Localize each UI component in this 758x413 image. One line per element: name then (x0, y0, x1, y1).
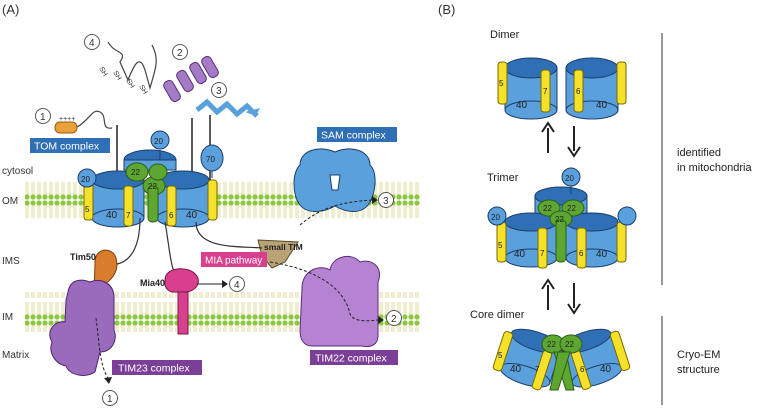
tom5: 5 (85, 205, 90, 214)
core-tom6: 6 (580, 365, 585, 374)
route-4-top-label: 4 (89, 38, 95, 49)
trimer-structure (487, 167, 637, 269)
core-dimer-label: Core dimer (470, 309, 525, 321)
tim50-label: Tim50 (70, 252, 96, 262)
trimer-tom7: 7 (540, 249, 545, 258)
core-tom7: 7 (535, 365, 540, 374)
core-tom40-left: 40 (510, 364, 522, 375)
substrate-carrier (163, 55, 219, 103)
route-marker-4-end (229, 276, 245, 292)
mia-pathway-label: MIA pathway (205, 256, 262, 267)
tom40-right: 40 (186, 210, 198, 221)
tom7: 7 (126, 211, 131, 220)
svg-text:++++: ++++ (59, 116, 75, 123)
tom20-top: 20 (154, 137, 163, 146)
dimer-structure (497, 57, 627, 120)
mia40-label: Mia40 (140, 278, 165, 288)
tom22-a: 22 (131, 168, 140, 177)
panel-b-label: (B) (438, 2, 455, 17)
trimer-tom40-right: 40 (596, 249, 608, 260)
tom22-b: 22 (148, 182, 157, 191)
substrate-beta-barrel (195, 98, 260, 118)
route-marker-1-top (35, 108, 51, 124)
trimer-tom40-left: 40 (514, 249, 526, 260)
trimer-tom20-top: 20 (565, 174, 574, 183)
dimer-tom40-right: 40 (596, 100, 608, 111)
route-2-arrow (269, 261, 379, 322)
tim23-shape (49, 279, 116, 376)
core-tom22-a: 22 (547, 340, 556, 349)
tom40-left: 40 (106, 210, 118, 221)
note-identified-line2: in mitochondria (677, 162, 752, 174)
svg-text:SH: SH (111, 70, 122, 82)
dimer-tom6: 6 (576, 87, 581, 96)
small-tim-label: small TIM (264, 242, 303, 252)
tom70: 70 (206, 155, 215, 164)
tom-complex-tag (30, 138, 110, 153)
core-dimer-structure (492, 328, 631, 391)
tim22-complex-tag (310, 350, 398, 365)
route-1-end-label: 1 (107, 394, 113, 405)
sam-pore (329, 174, 341, 191)
substrate-presequence: ++++ (54, 110, 113, 134)
route-marker-1-end (102, 390, 118, 406)
equilibrium-arrows-1 (541, 121, 581, 158)
trimer-label: Trimer (487, 172, 519, 184)
trimer-tom22-c: 22 (555, 215, 564, 224)
core-tom22-b: 22 (565, 340, 574, 349)
tom-complex-label: TOM complex (34, 141, 100, 153)
note-cryoem-line2: structure (677, 364, 720, 376)
tim22-shape (299, 255, 380, 348)
route-4-end-label: 4 (234, 280, 240, 291)
route-3-arrow (299, 199, 373, 226)
mia40-shape (164, 268, 199, 293)
tim22-complex-label: TIM22 complex (315, 353, 388, 365)
dimer-tom5: 5 (499, 79, 504, 88)
substrate-cysteine-rich: SH SH SH SH (97, 41, 157, 96)
tim23-complex-tag (112, 360, 202, 375)
trimer-tom22-b: 22 (567, 204, 576, 213)
route-marker-3-end (378, 192, 394, 208)
panel-a-label: (A) (2, 2, 19, 17)
trimer-tom22-a: 22 (543, 204, 552, 213)
region-om: OM (2, 196, 18, 207)
mia40-anchor (177, 291, 189, 335)
svg-text:SH: SH (124, 78, 135, 90)
trimer-tom6: 6 (579, 249, 584, 258)
tom-complex (77, 115, 224, 228)
tom6: 6 (169, 211, 174, 220)
dimer-tom40-left: 40 (516, 100, 528, 111)
route-1-arrow (95, 317, 109, 379)
note-cryoem-line1: Cryo-EM (677, 349, 720, 361)
note-identified-line1: identified (677, 147, 721, 159)
route-marker-4-top (84, 34, 100, 50)
route-2-end-label: 2 (391, 314, 397, 325)
svg-text:SH: SH (137, 84, 148, 96)
tim23-complex-label: TIM23 complex (118, 363, 191, 375)
svg-text:SH: SH (97, 66, 108, 78)
region-ims: IMS (2, 256, 20, 267)
core-tom40-right: 40 (600, 364, 612, 375)
route-marker-2-top (172, 44, 188, 60)
region-matrix: Matrix (2, 350, 29, 361)
dimer-tom7: 7 (543, 87, 548, 96)
dimer-label: Dimer (490, 29, 520, 41)
trimer-tom20-left: 20 (491, 213, 500, 222)
core-tom5: 5 (498, 351, 503, 360)
sam-complex-tag (317, 127, 397, 142)
route-marker-3-top (211, 82, 227, 98)
region-im: IM (2, 312, 13, 323)
route-3-top-label: 3 (216, 86, 222, 97)
mia-pathway-tag (201, 252, 267, 267)
equilibrium-arrows-2 (541, 278, 581, 315)
trimer-tom5: 5 (498, 241, 503, 250)
region-cytosol: cytosol (2, 166, 33, 177)
route-2-top-label: 2 (177, 48, 183, 59)
route-marker-2-end (386, 310, 402, 326)
route-1-top-label: 1 (40, 112, 46, 123)
sam-complex-label: SAM complex (321, 130, 387, 142)
route-3-end-label: 3 (383, 196, 389, 207)
tom20-left: 20 (81, 175, 90, 184)
